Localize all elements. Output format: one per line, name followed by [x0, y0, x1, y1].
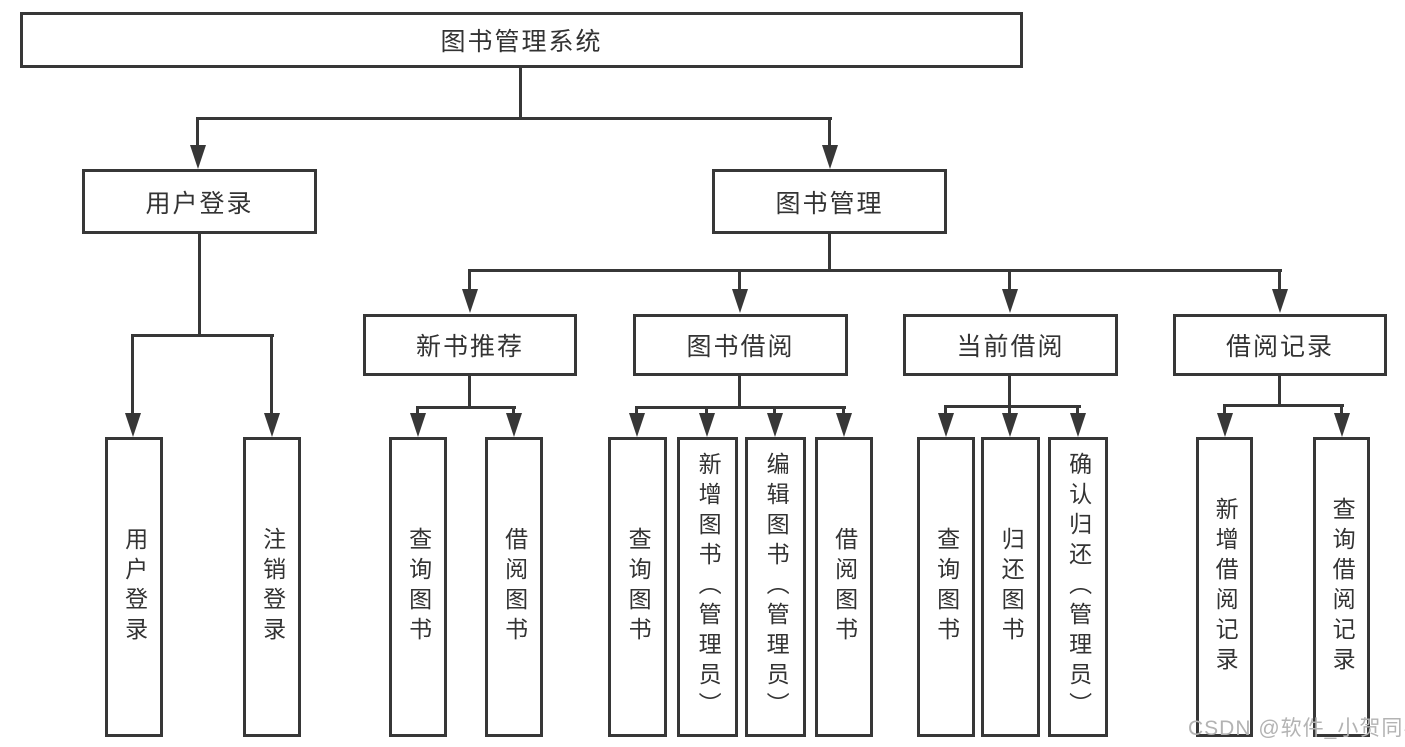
- node-label: 用户登录: [145, 189, 254, 218]
- connector-line: [738, 271, 741, 291]
- leaf-label: 确认归还（管理员）: [1065, 452, 1092, 722]
- arrow-down-icon: [822, 145, 838, 169]
- leaf-label: 查询借阅记录: [1329, 497, 1356, 677]
- connector-line: [705, 408, 708, 415]
- node-new-book-recommendation: 新书推荐: [363, 314, 577, 376]
- connector-line: [773, 408, 776, 415]
- connector-line: [131, 336, 134, 415]
- leaf-query-books-current: 查询图书: [917, 437, 975, 737]
- leaf-label: 查询图书: [933, 527, 960, 647]
- leaf-user-login: 用户登录: [105, 437, 163, 737]
- arrow-down-icon: [836, 413, 852, 437]
- arrow-down-icon: [732, 289, 748, 313]
- connector-line: [519, 68, 522, 119]
- leaf-return-books: 归还图书: [981, 437, 1040, 737]
- connector-line: [270, 336, 273, 415]
- connector-line: [1008, 376, 1011, 407]
- arrow-down-icon: [125, 413, 141, 437]
- arrow-down-icon: [1002, 413, 1018, 437]
- node-label: 图书管理: [775, 189, 884, 218]
- leaf-borrow-books: 借阅图书: [815, 437, 873, 737]
- connector-line: [828, 119, 831, 147]
- arrow-down-icon: [1070, 413, 1086, 437]
- arrow-down-icon: [629, 413, 645, 437]
- node-current-borrowing: 当前借阅: [903, 314, 1118, 376]
- node-label: 当前借阅: [956, 333, 1065, 361]
- connector-line: [828, 234, 831, 271]
- node-label: 借阅记录: [1225, 333, 1334, 361]
- connector-line: [196, 119, 199, 147]
- arrow-down-icon: [410, 413, 426, 437]
- leaf-label: 归还图书: [998, 527, 1025, 647]
- connector-line: [1076, 407, 1079, 415]
- arrow-down-icon: [1002, 289, 1018, 313]
- connector-line: [944, 407, 947, 415]
- leaf-add-borrow-record: 新增借阅记录: [1196, 437, 1253, 737]
- leaf-confirm-return-admin: 确认归还（管理员）: [1048, 437, 1108, 737]
- arrow-down-icon: [190, 145, 206, 169]
- node-book-borrowing: 图书借阅: [633, 314, 848, 376]
- connector-line: [468, 271, 471, 291]
- node-book-management: 图书管理: [712, 169, 947, 234]
- csdn-watermark: CSDN @软件_小贺同学: [1188, 717, 1405, 740]
- connector-line: [468, 269, 1282, 272]
- leaf-edit-book-admin: 编辑图书（管理员）: [745, 437, 806, 737]
- arrow-down-icon: [1272, 289, 1288, 313]
- connector-line: [738, 376, 741, 408]
- leaf-query-books-borrowing: 查询图书: [608, 437, 667, 737]
- arrow-down-icon: [1217, 413, 1233, 437]
- connector-line: [1278, 376, 1281, 407]
- leaf-label: 借阅图书: [831, 527, 858, 647]
- connector-line: [416, 406, 516, 409]
- leaf-label: 查询图书: [625, 527, 652, 647]
- leaf-label: 新增图书（管理员）: [695, 452, 722, 722]
- arrow-down-icon: [264, 413, 280, 437]
- arrow-down-icon: [462, 289, 478, 313]
- leaf-label: 注销登录: [259, 527, 286, 647]
- leaf-label: 编辑图书（管理员）: [763, 452, 790, 722]
- arrow-down-icon: [767, 413, 783, 437]
- connector-line: [468, 376, 471, 408]
- node-borrowing-records: 借阅记录: [1173, 314, 1387, 376]
- connector-line: [1008, 407, 1011, 415]
- arrow-down-icon: [699, 413, 715, 437]
- arrow-down-icon: [506, 413, 522, 437]
- node-library-management-system: 图书管理系统: [20, 12, 1023, 68]
- leaf-label: 查询图书: [405, 527, 432, 647]
- connector-line: [635, 406, 846, 409]
- arrow-down-icon: [1334, 413, 1350, 437]
- connector-line: [131, 334, 274, 337]
- connector-line: [1223, 404, 1344, 407]
- connector-line: [512, 408, 515, 415]
- connector-line: [1008, 271, 1011, 291]
- node-label: 新书推荐: [415, 333, 524, 361]
- node-label: 图书借阅: [686, 333, 795, 361]
- connector-line: [196, 117, 832, 120]
- leaf-logout: 注销登录: [243, 437, 301, 737]
- connector-line: [416, 408, 419, 415]
- leaf-query-borrow-record: 查询借阅记录: [1313, 437, 1370, 737]
- node-label: 图书管理系统: [440, 28, 603, 56]
- connector-line: [198, 234, 201, 336]
- leaf-label: 新增借阅记录: [1212, 497, 1239, 677]
- leaf-label: 借阅图书: [501, 527, 528, 647]
- connector-line: [842, 408, 845, 415]
- connector-line: [635, 408, 638, 415]
- leaf-add-book-admin: 新增图书（管理员）: [677, 437, 738, 737]
- connector-line: [1278, 271, 1281, 291]
- leaf-borrow-books-recommend: 借阅图书: [485, 437, 543, 737]
- connector-line: [1340, 406, 1343, 415]
- node-user-login: 用户登录: [82, 169, 317, 234]
- arrow-down-icon: [938, 413, 954, 437]
- leaf-label: 用户登录: [121, 527, 148, 647]
- connector-line: [944, 405, 1081, 408]
- connector-line: [1223, 406, 1226, 415]
- leaf-query-books-recommend: 查询图书: [389, 437, 447, 737]
